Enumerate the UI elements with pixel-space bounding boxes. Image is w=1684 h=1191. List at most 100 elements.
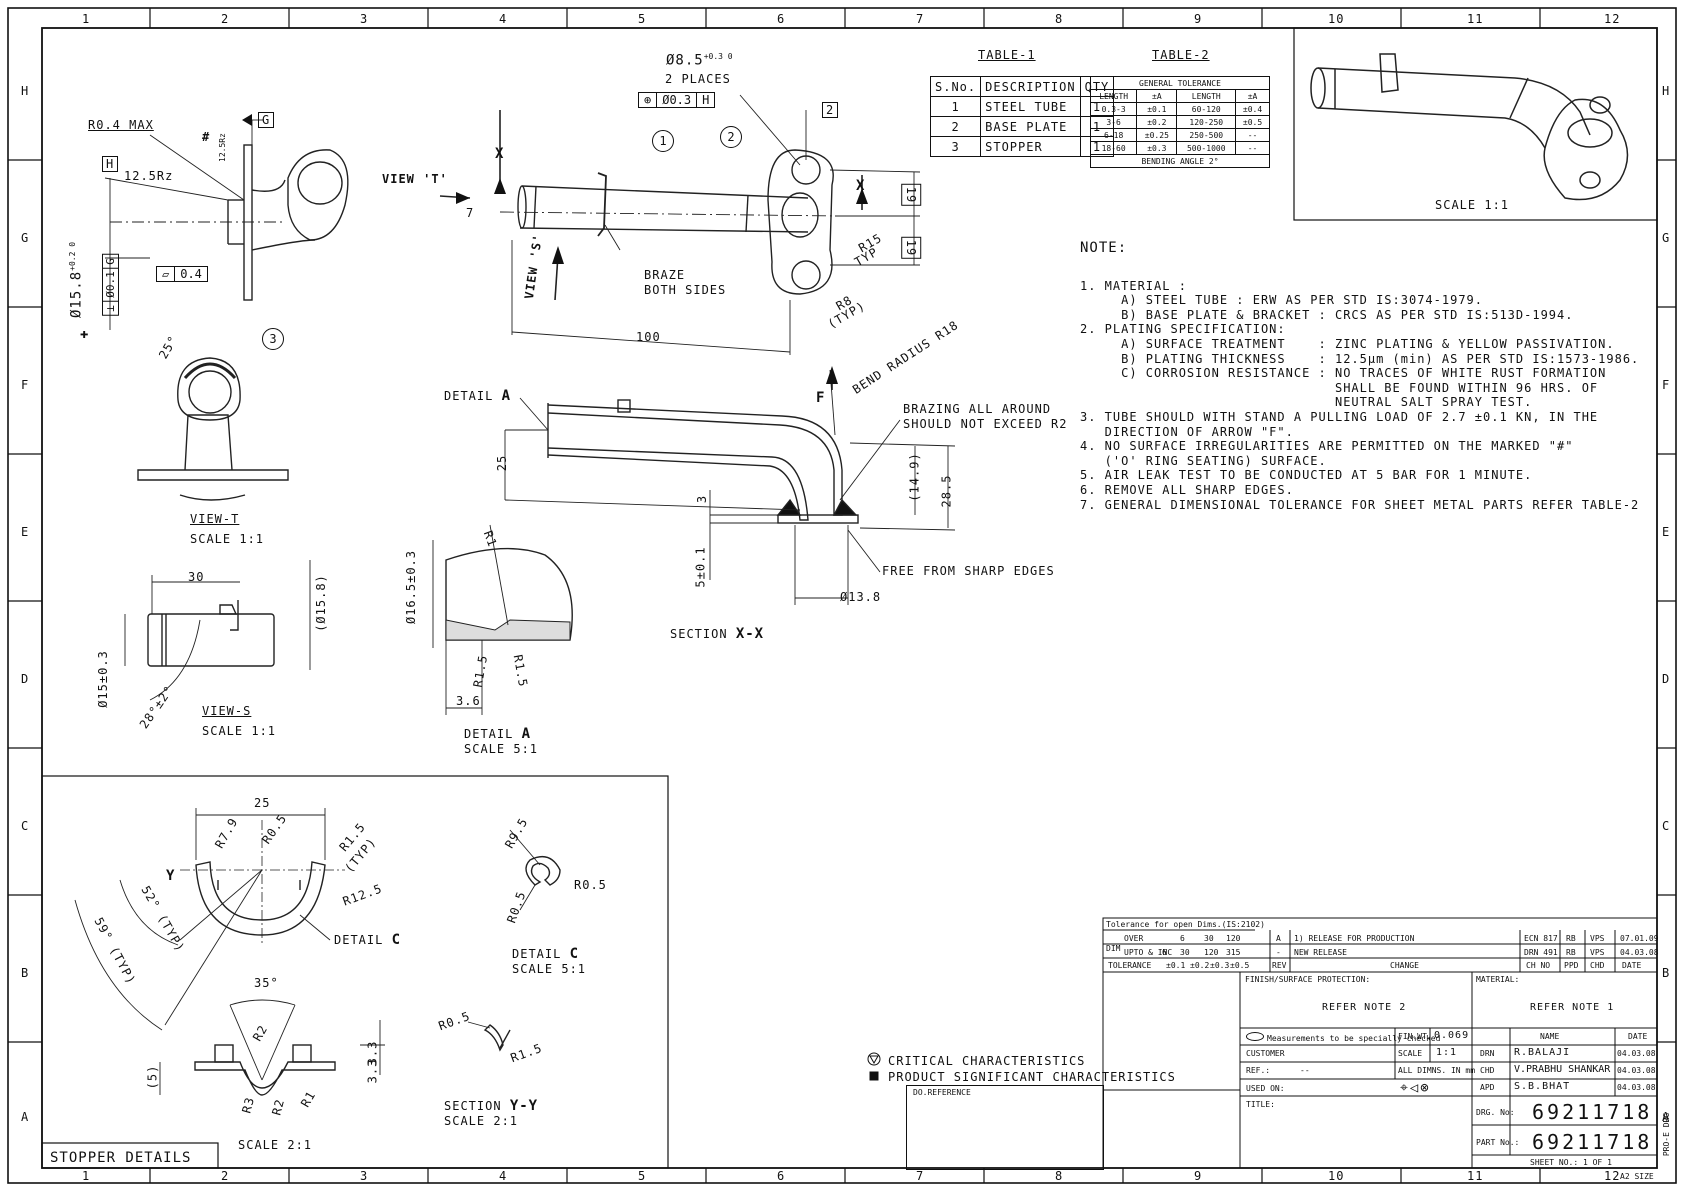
detail-a-d36: 3.6: [456, 694, 481, 708]
braze-label-2: BOTH SIDES: [644, 283, 727, 297]
view-t-marker: VIEW 'T': [382, 172, 448, 186]
detail-c-drawing: [509, 829, 561, 911]
note-line: 4. NO SURFACE IRREGULARITIES ARE PERMITT…: [1080, 439, 1574, 454]
view-s-d30: 30: [188, 570, 205, 584]
notes-list: 1. MATERIAL : A) STEEL TUBE : ERW AS PER…: [1080, 264, 1639, 527]
sheet-no: SHEET NO.: 1 OF 1: [1530, 1158, 1612, 1167]
dim-100: 100: [636, 330, 661, 344]
hash-mark: #: [202, 130, 211, 144]
note-line: 7. GENERAL DIMENSIONAL TOLERANCE FOR SHE…: [1080, 497, 1640, 512]
tol-tolerance: TOLERANCE: [1108, 961, 1152, 970]
dim-7: 7: [466, 206, 475, 220]
notes-heading: NOTE:: [1080, 240, 1128, 256]
stopper-d33b: 3.3: [365, 1058, 380, 1084]
note-line: B) PLATING THICKNESS : 12.5µm (min) AS P…: [1080, 351, 1640, 366]
detail-a-scale: SCALE 5:1: [464, 742, 539, 756]
row-label: A: [1662, 1110, 1671, 1124]
stopper-detail-c: DETAIL C: [334, 932, 402, 948]
ref-label: REF.:: [1246, 1066, 1271, 1075]
col-label: 1: [82, 12, 91, 26]
col-label: 11: [1467, 1169, 1484, 1183]
flatness-icon: ▱: [157, 267, 176, 281]
note-line: NEUTRAL SALT SPRAY TEST.: [1080, 395, 1533, 410]
flatness-frame: ▱ 0.4: [156, 266, 208, 282]
col-label: 9: [1194, 12, 1203, 26]
xx-d5: 5±0.1: [693, 546, 708, 588]
scale-value: 1:1: [1436, 1047, 1458, 1058]
datum-g: G: [258, 112, 275, 128]
col-label: 4: [499, 1169, 508, 1183]
name-head: NAME: [1540, 1032, 1560, 1041]
note-line: SHALL BE FOUND WITHIN 96 HRS. OF: [1080, 380, 1599, 395]
table1-title: TABLE-1: [978, 48, 1036, 62]
note-line: ('O' RING SEATING) SURFACE.: [1080, 453, 1327, 468]
stopper-d5: (5): [145, 1064, 160, 1090]
section-yy-drawing: [467, 1021, 511, 1052]
stopper-details-title: STOPPER DETAILS: [50, 1150, 192, 1166]
position-icon: ⊕: [639, 93, 658, 107]
col-label: 12: [1604, 12, 1621, 26]
title-block-frame: [1102, 917, 1658, 1169]
col-label: 5: [638, 12, 647, 26]
hole-places: 2 PLACES: [665, 72, 731, 86]
projection-symbol-icon: ⌖◁⊗: [1400, 1080, 1431, 1096]
legend-product: PRODUCT SIGNIFICANT CHARACTERISTICS: [888, 1070, 1176, 1084]
view-t-scale: SCALE 1:1: [190, 532, 265, 546]
position-tolerance-frame: ⊕ Ø0.3 H: [638, 92, 716, 108]
legend-critical: CRITICAL CHARACTERISTICS: [888, 1054, 1086, 1068]
col-label: 6: [777, 12, 786, 26]
col-label: 2: [221, 12, 230, 26]
detail-c-scale: SCALE 5:1: [512, 962, 587, 976]
col-label: 5: [638, 1169, 647, 1183]
note-line: 1. MATERIAL :: [1080, 278, 1187, 293]
part-no: 69211718: [1532, 1130, 1653, 1154]
drg-no-label: DRG. No:: [1476, 1108, 1515, 1117]
col-label: 10: [1328, 1169, 1345, 1183]
braze-label-1: BRAZE: [644, 268, 686, 282]
table2-title: TABLE-2: [1152, 48, 1210, 62]
left-side-view: [104, 119, 349, 330]
col-label: 12: [1604, 1169, 1621, 1183]
row-label: A: [21, 1110, 30, 1124]
row-label: C: [1662, 819, 1671, 833]
row-label: H: [21, 84, 30, 98]
row-label: C: [21, 819, 30, 833]
tol-over: OVER: [1124, 934, 1144, 943]
surface-rz-small: 12.5Rz: [217, 133, 227, 162]
view-s-d158: (Ø15.8): [313, 574, 328, 632]
hole-dim: Ø8.5+0.3 0: [666, 52, 733, 69]
dia-15-8: Ø15.8+0.2 0: [68, 241, 85, 318]
detail-c-r05a: R0.5: [574, 878, 607, 892]
stopper-scale: SCALE 2:1: [238, 1138, 313, 1152]
stopper-top-view: [74, 808, 345, 1031]
stopper-angle-35: 35°: [254, 976, 279, 990]
view-s-d15: Ø15±0.3: [95, 650, 110, 708]
detail-a-d165: Ø16.5±0.3: [404, 549, 419, 625]
note-line: 6. REMOVE ALL SHARP EDGES.: [1080, 482, 1294, 497]
table1-header: S.No.: [929, 76, 982, 97]
balloon-2: 2: [720, 126, 742, 148]
material-value: REFER NOTE 1: [1530, 1002, 1615, 1013]
iso-tube-view: [1310, 53, 1629, 201]
stopper-y-marker: Y: [166, 868, 176, 884]
col-label: 9: [1194, 1169, 1203, 1183]
note-line: C) CORROSION RESISTANCE : NO TRACES OF W…: [1080, 366, 1607, 381]
col-label: 3: [360, 12, 369, 26]
note-line: A) STEEL TUBE : ERW AS PER STD IS:3074-1…: [1080, 293, 1484, 308]
finish-label: FINISH/SURFACE PROTECTION:: [1245, 975, 1371, 984]
free-sharp-edges: FREE FROM SHARP EDGES: [882, 564, 1055, 578]
table2-footer: BENDING ANGLE 2°: [1090, 154, 1270, 168]
brazing-label-1: BRAZING ALL AROUND: [903, 402, 1052, 416]
balloon-1: 1: [652, 130, 674, 152]
section-yy-scale: SCALE 2:1: [444, 1114, 519, 1128]
material-label: MATERIAL:: [1476, 975, 1520, 984]
col-label: 2: [221, 1169, 230, 1183]
used-on-label: USED ON:: [1246, 1084, 1285, 1093]
view-s-scale: SCALE 1:1: [202, 724, 277, 738]
